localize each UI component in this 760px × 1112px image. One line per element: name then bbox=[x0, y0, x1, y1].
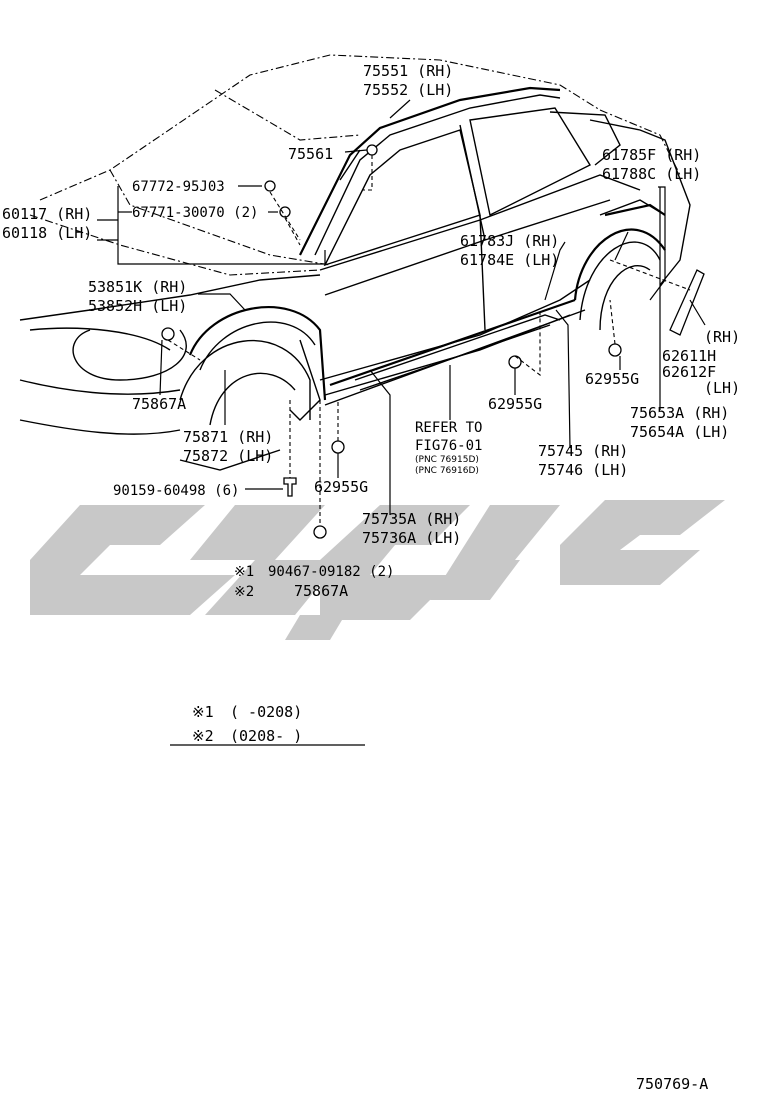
label-75736a: 75736A (LH) bbox=[362, 529, 461, 547]
label-62611h: 62611H bbox=[662, 347, 716, 365]
label-fig: FIG76-01 bbox=[415, 438, 482, 454]
label-62955g-right: 62955G bbox=[585, 370, 639, 388]
legend2-range: (0208- ) bbox=[230, 727, 302, 745]
label-75735a: 75735A (RH) bbox=[362, 510, 461, 528]
label-60117: 60117 (RH) bbox=[2, 205, 92, 223]
label-53852h: 53852H (LH) bbox=[88, 297, 187, 315]
hidden-lines bbox=[167, 155, 691, 526]
label-62955g-low: 62955G bbox=[314, 478, 368, 496]
figure-number: 750769-A bbox=[636, 1075, 708, 1093]
labels: 75551 (RH) 75552 (LH) 75561 61785F (RH) … bbox=[2, 62, 740, 1093]
clip-62955g-low-icon bbox=[331, 440, 345, 454]
screw-90159-icon bbox=[283, 477, 297, 497]
label-90159: 90159-60498 (6) bbox=[113, 483, 239, 499]
car-body bbox=[19, 54, 691, 471]
label-rh-small: (RH) bbox=[704, 328, 740, 346]
label-61783j: 61783J (RH) bbox=[460, 232, 559, 250]
label-75746: 75746 (LH) bbox=[538, 461, 628, 479]
legend1-range: ( -0208) bbox=[230, 703, 302, 721]
label-67772: 67772-95J03 bbox=[132, 179, 225, 195]
label-75653a: 75653A (RH) bbox=[630, 404, 729, 422]
label-75867a-left: 75867A bbox=[132, 395, 186, 413]
clip-75867a-icon bbox=[161, 327, 175, 341]
clip-67772-icon bbox=[264, 180, 276, 192]
label-75872: 75872 (LH) bbox=[183, 447, 273, 465]
label-75654a: 75654A (LH) bbox=[630, 423, 729, 441]
leader-lines bbox=[97, 99, 706, 746]
label-61785f: 61785F (RH) bbox=[602, 146, 701, 164]
clip-62955g-mid-icon bbox=[508, 355, 522, 369]
label-67771: 67771-30070 (2) bbox=[132, 205, 258, 221]
label-pnc1: (PNC 76915D) bbox=[415, 455, 479, 465]
legend2-mark: ※2 bbox=[192, 727, 214, 745]
watermark-logo bbox=[30, 500, 725, 640]
label-62612f: 62612F bbox=[662, 363, 716, 381]
clip-67771-icon bbox=[279, 206, 291, 218]
label-note2-mark: ※2 bbox=[234, 584, 254, 600]
label-61788c: 61788C (LH) bbox=[602, 165, 701, 183]
label-75561: 75561 bbox=[288, 145, 333, 163]
label-note1-mark: ※1 bbox=[234, 564, 254, 580]
label-75552: 75552 (LH) bbox=[363, 81, 453, 99]
label-62955g-mid: 62955G bbox=[488, 395, 542, 413]
clips bbox=[161, 144, 622, 539]
label-75871: 75871 (RH) bbox=[183, 428, 273, 446]
legend1-mark: ※1 bbox=[192, 703, 214, 721]
label-refer-to: REFER TO bbox=[415, 420, 482, 436]
label-90467: 90467-09182 (2) bbox=[268, 564, 394, 580]
label-75551: 75551 (RH) bbox=[363, 62, 453, 80]
clip-90467-icon bbox=[313, 525, 327, 539]
label-75867a-low: 75867A bbox=[294, 582, 348, 600]
label-53851k: 53851K (RH) bbox=[88, 278, 187, 296]
label-pnc2: (PNC 76916D) bbox=[415, 466, 479, 476]
clip-75561-icon bbox=[366, 144, 378, 156]
label-61784e: 61784E (LH) bbox=[460, 251, 559, 269]
label-60118: 60118 (LH) bbox=[2, 224, 92, 242]
label-lh-small: (LH) bbox=[704, 379, 740, 397]
label-75745: 75745 (RH) bbox=[538, 442, 628, 460]
mud-guard-strip bbox=[669, 269, 705, 336]
clip-62955g-right-icon bbox=[608, 343, 622, 357]
